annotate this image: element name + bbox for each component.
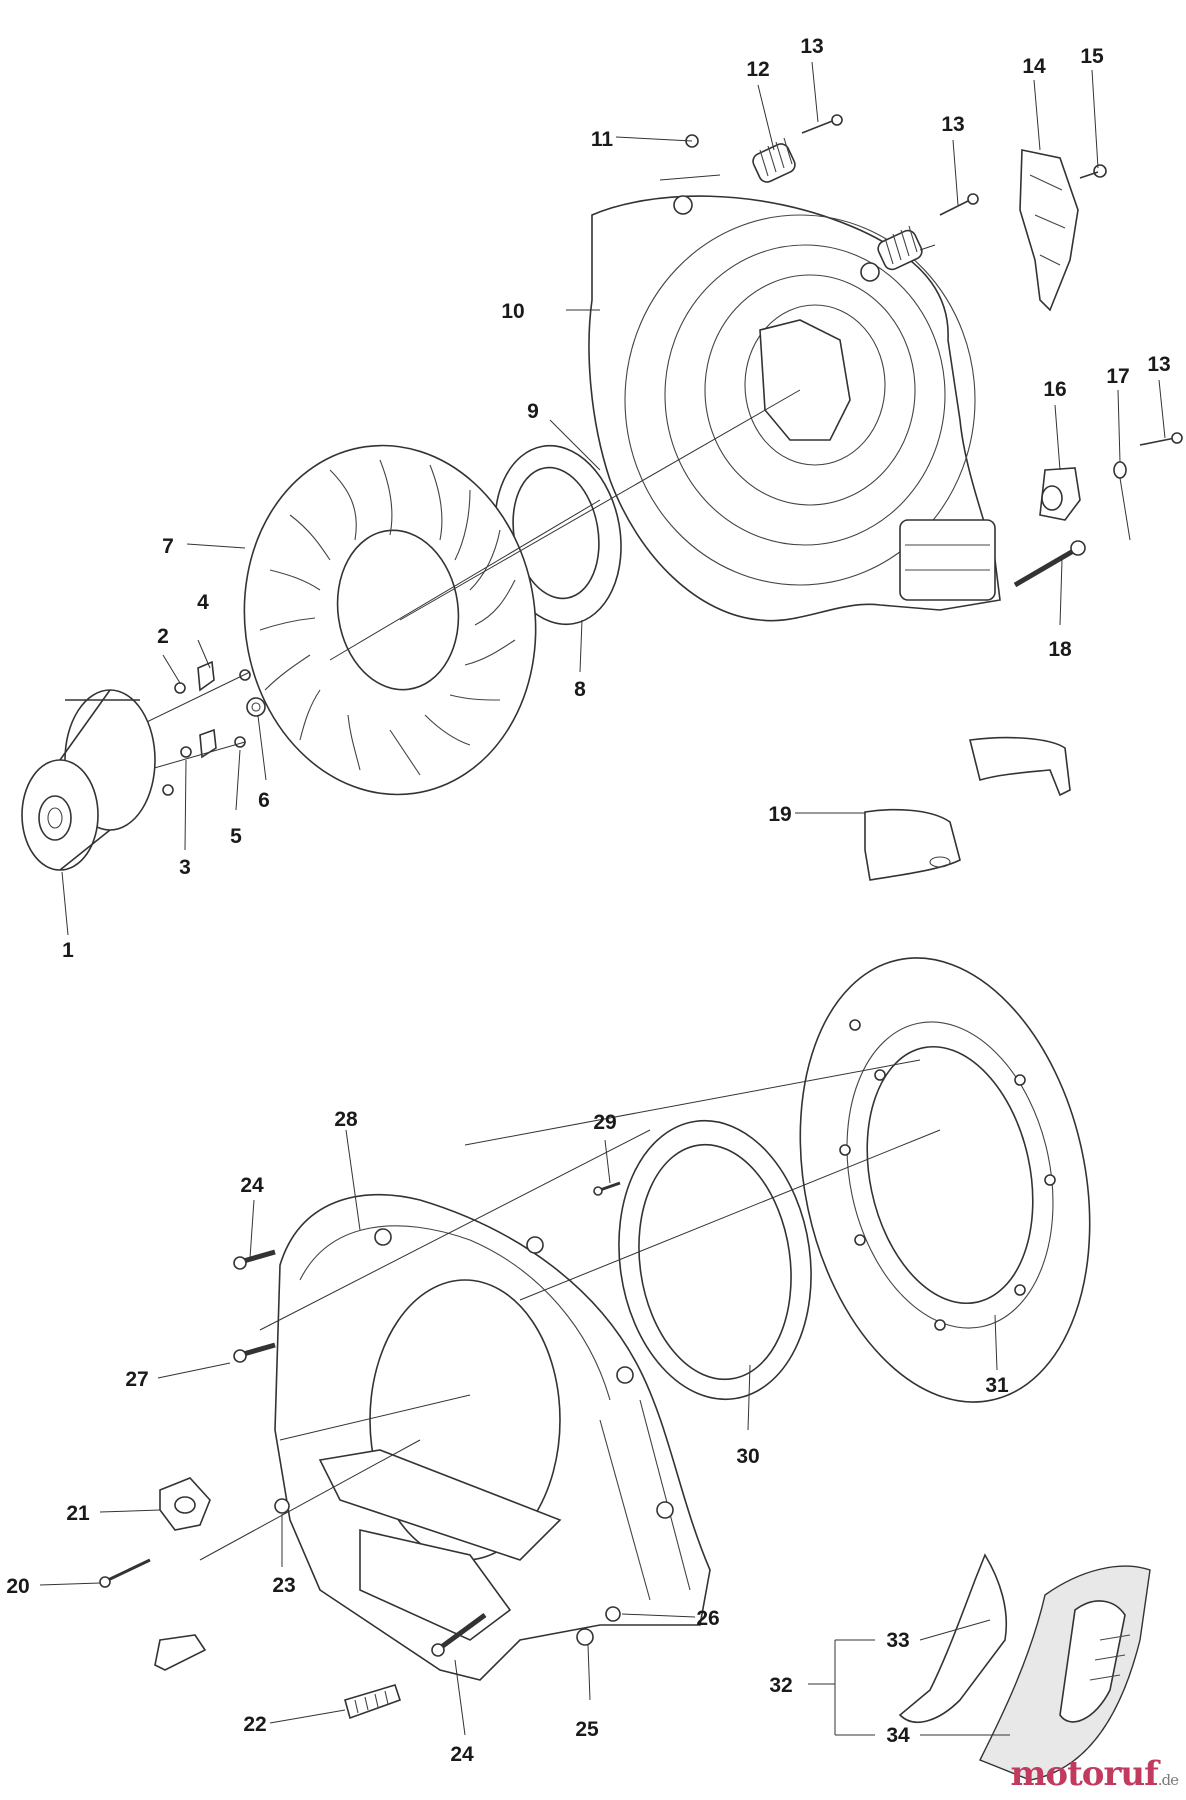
callout-29: 29 (593, 1111, 616, 1134)
callout-8: 8 (574, 678, 586, 701)
watermark-logo: motoruf.de (1010, 1754, 1179, 1794)
callout-13b: 13 (941, 113, 964, 136)
callout-10: 10 (501, 300, 524, 323)
callout-3: 3 (179, 856, 191, 879)
callout-25: 25 (575, 1718, 599, 1741)
leader-lines-upper (61, 61, 1166, 936)
part-bracket-14 (1019, 149, 1079, 312)
callout-22: 22 (243, 1713, 266, 1736)
part-ring-30 (618, 1119, 812, 1401)
callout-27: 27 (125, 1368, 148, 1391)
callout-23: 23 (272, 1574, 295, 1597)
callout-24b: 24 (450, 1743, 474, 1766)
callout-21: 21 (66, 1502, 90, 1525)
part-shield-19 (864, 736, 1071, 881)
callout-7: 7 (162, 535, 174, 558)
callout-20: 20 (6, 1575, 29, 1598)
watermark-tld: .de (1157, 1771, 1179, 1789)
callout-30: 30 (736, 1445, 759, 1468)
leader-lines-lower (39, 1059, 1010, 1736)
part-clamp-16 (1039, 467, 1081, 521)
part-washer-17 (1113, 461, 1127, 479)
part-fan-7 (243, 444, 537, 796)
part-spring-12 (752, 137, 796, 183)
callout-13c: 13 (1147, 353, 1170, 376)
callout-15: 15 (1080, 45, 1104, 68)
part-handle-32 (898, 1553, 1151, 1781)
callout-5: 5 (230, 825, 242, 848)
callout-31: 31 (985, 1374, 1009, 1397)
watermark-main: motoruf (1010, 1754, 1158, 1794)
callout-4: 4 (197, 591, 209, 614)
callout-32: 32 (769, 1674, 792, 1697)
callout-17: 17 (1106, 365, 1129, 388)
part-housing-28 (274, 1193, 711, 1681)
part-lower-hardware (99, 1181, 621, 1720)
part-screw-18 (1013, 540, 1086, 588)
callout-1: 1 (62, 939, 74, 962)
callout-24a: 24 (240, 1174, 264, 1197)
part-small-hardware (119, 660, 266, 796)
part-housing-cover (588, 195, 1001, 622)
part-flywheel-1 (21, 689, 156, 871)
callout-33: 33 (886, 1629, 909, 1652)
callout-11: 11 (591, 128, 614, 151)
callout-14: 14 (1022, 55, 1046, 78)
part-spring-13 (877, 225, 923, 271)
callout-6: 6 (258, 789, 270, 812)
callout-16: 16 (1043, 378, 1066, 401)
callout-labels: 1 2 3 4 5 6 7 8 9 10 11 12 13 13 13 14 1… (6, 35, 1170, 1766)
callout-26: 26 (696, 1607, 719, 1630)
callout-28: 28 (334, 1108, 358, 1131)
callout-2: 2 (157, 625, 169, 648)
screw-set-top (685, 114, 1183, 446)
callout-13a: 13 (800, 35, 823, 58)
callout-19: 19 (768, 803, 791, 826)
callout-12: 12 (746, 58, 769, 81)
callout-18: 18 (1048, 638, 1072, 661)
callout-9: 9 (527, 400, 539, 423)
callout-34: 34 (886, 1724, 910, 1747)
